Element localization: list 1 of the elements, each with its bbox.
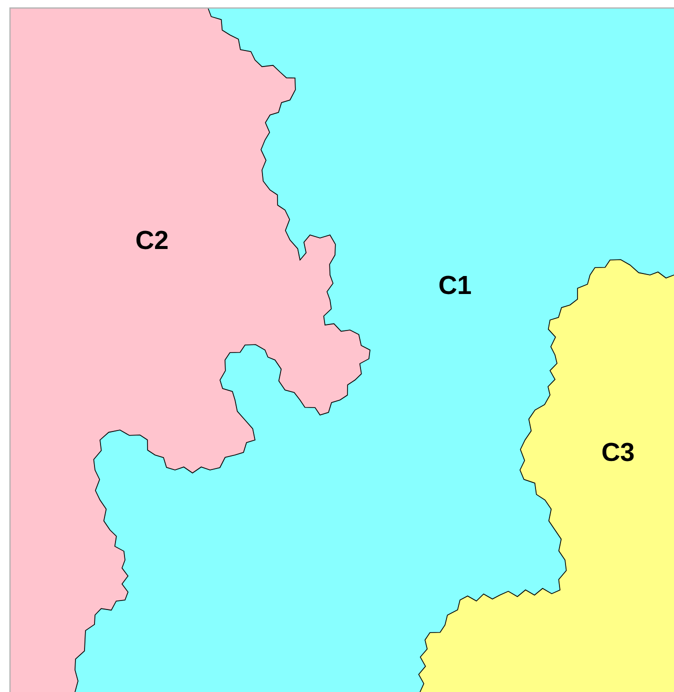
map-region: C2 [10,8,370,692]
